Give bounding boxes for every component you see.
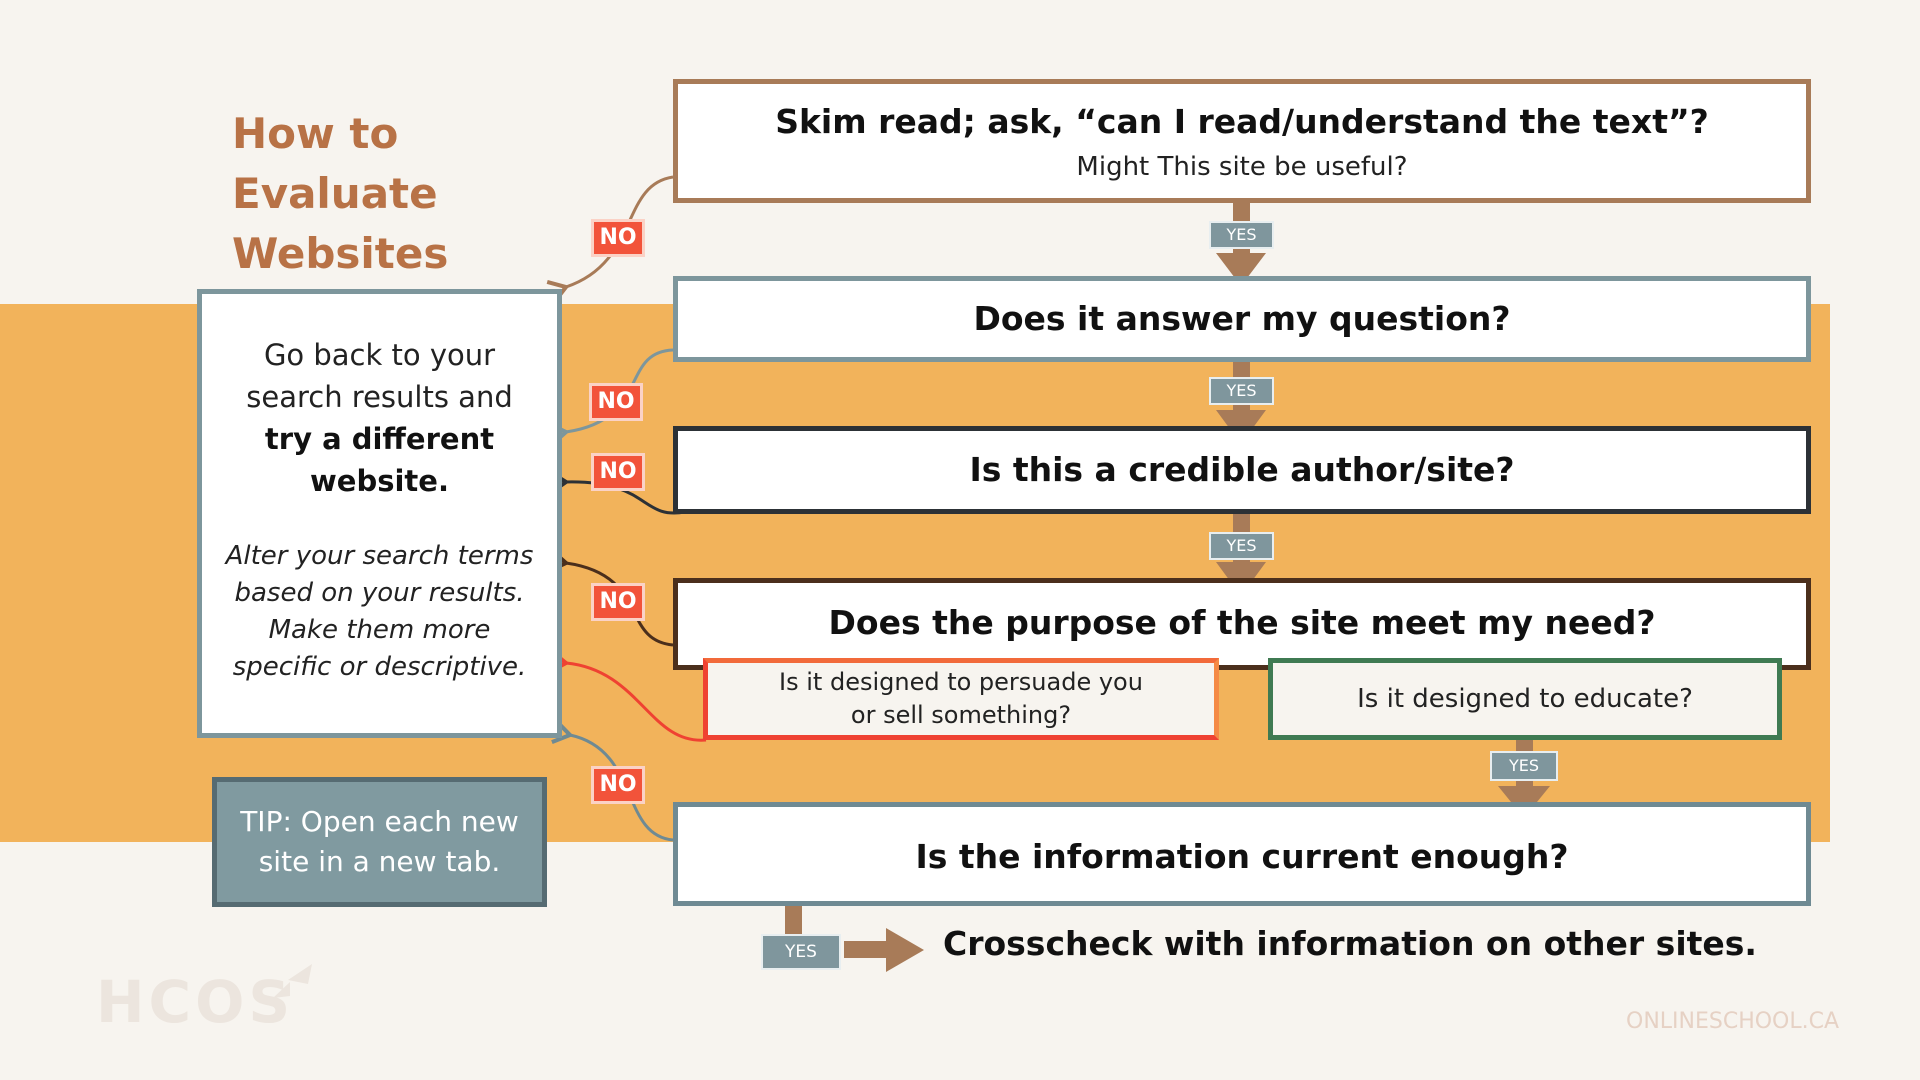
alter-search-line3: Make them more xyxy=(268,615,491,645)
site-url: ONLINESCHOOL.CA xyxy=(1626,1009,1840,1034)
question-credible-author-text: Is this a credible author/site? xyxy=(969,450,1515,489)
alter-search-line2: based on your results. xyxy=(234,578,525,608)
question-current-enough-text: Is the information current enough? xyxy=(915,837,1569,876)
yes-tag-1: YES xyxy=(1209,221,1274,249)
alter-search-line4: specific or descriptive. xyxy=(232,652,527,682)
try-different-text: try a different website. xyxy=(202,418,557,502)
question-credible-author: Is this a credible author/site? xyxy=(673,426,1811,514)
tip-line1: TIP: Open each new xyxy=(240,805,519,838)
question-answers-question-text: Does it answer my question? xyxy=(973,299,1511,338)
no-tag-5: NO xyxy=(591,766,645,804)
alter-search-text: Alter your search terms based on your re… xyxy=(212,538,547,686)
try-different-line1: try a different xyxy=(264,422,495,456)
tip-box: TIP: Open each new site in a new tab. xyxy=(212,777,547,907)
question-skim-read-text: Skim read; ask, “can I read/understand t… xyxy=(775,102,1709,141)
no-tag-2: NO xyxy=(589,383,643,421)
crosscheck-text: Crosscheck with information on other sit… xyxy=(943,924,1757,963)
yes-tag-3: YES xyxy=(1209,532,1274,560)
question-current-enough: Is the information current enough? xyxy=(673,802,1811,906)
question-purpose: Does the purpose of the site meet my nee… xyxy=(673,578,1811,670)
alter-search-line1: Alter your search terms xyxy=(225,541,534,571)
option-persuade-line2: or sell something? xyxy=(850,701,1072,729)
no-tag-1: NO xyxy=(591,219,645,257)
hcos-logo: HCOS xyxy=(96,968,295,1036)
question-skim-read-subtext: Might This site be useful? xyxy=(1076,152,1408,182)
option-educate: Is it designed to educate? xyxy=(1268,658,1782,740)
no-tag-4: NO xyxy=(591,583,645,621)
yes-tag-2: YES xyxy=(1209,377,1274,405)
option-persuade-line1: Is it designed to persuade you xyxy=(779,668,1143,696)
question-skim-read: Skim read; ask, “can I read/understand t… xyxy=(673,79,1811,203)
go-back-box: Go back to your search results and try a… xyxy=(197,289,562,738)
try-different-line2: website. xyxy=(310,464,449,498)
option-persuade: Is it designed to persuade you or sell s… xyxy=(703,658,1219,740)
go-back-text: Go back to your search results and xyxy=(202,334,557,418)
yes-tag-4: YES xyxy=(1490,751,1558,781)
question-answers-question: Does it answer my question? xyxy=(673,276,1811,362)
tip-line2: site in a new tab. xyxy=(258,845,501,878)
go-back-line2: search results and xyxy=(246,380,513,414)
no-tag-3: NO xyxy=(591,453,645,491)
yes-tag-5: YES xyxy=(761,934,841,970)
page-title: How to Evaluate Websites xyxy=(232,109,449,278)
go-back-line1: Go back to your xyxy=(263,338,496,372)
leaf-icon xyxy=(273,964,312,998)
question-purpose-text: Does the purpose of the site meet my nee… xyxy=(828,603,1656,642)
